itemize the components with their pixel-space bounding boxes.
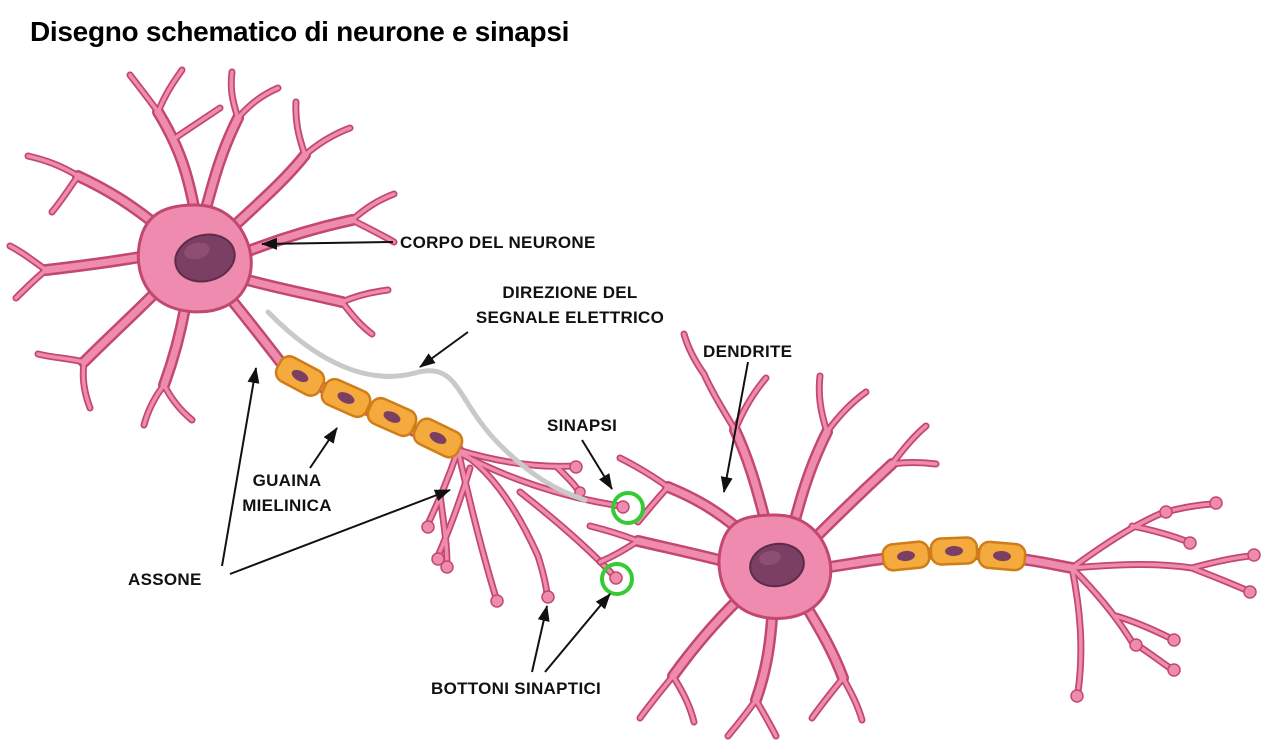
label-direzione-line2: SEGNALE ELETTRICO <box>475 308 665 327</box>
diagram-title: Disegno schematico di neurone e sinapsi <box>30 16 570 47</box>
arrow-dendrite <box>720 361 749 493</box>
myelin-segment <box>366 396 418 438</box>
label-sinapsi: SINAPSI <box>547 416 618 435</box>
synaptic-beads-1 <box>421 460 630 608</box>
myelin-sheath-1 <box>274 355 464 459</box>
neuron-2 <box>590 334 1261 736</box>
label-guaina-mielinica: GUAINA MIELINICA <box>217 468 357 518</box>
myelin-segment <box>977 540 1027 572</box>
arrow-guaina <box>309 427 338 469</box>
label-bottoni-sinaptici: BOTTONI SINAPTICI <box>431 679 602 698</box>
label-guaina-line2: MIELINICA <box>242 496 332 515</box>
neuron-1 <box>10 70 630 608</box>
myelin-sheath-2 <box>881 536 1027 572</box>
myelin-segment <box>412 417 464 459</box>
neuron-1-dendrites-axon <box>10 70 620 598</box>
label-guaina-line1: GUAINA <box>252 471 322 490</box>
arrow-bottoni-1 <box>531 605 550 673</box>
myelin-segment <box>320 377 372 419</box>
arrow-assone-1 <box>221 367 260 567</box>
myelin-segment <box>274 355 326 397</box>
nucleus-2-highlight <box>759 550 781 566</box>
arrow-bottoni-2 <box>544 593 611 673</box>
myelin-segment <box>881 540 931 572</box>
label-corpo-del-neurone: CORPO DEL NEURONE <box>400 233 596 252</box>
arrow-corpo <box>261 237 394 250</box>
synapse-circle-2 <box>600 562 634 596</box>
arrow-direzione <box>419 331 469 368</box>
synapse-circle-1 <box>611 491 645 525</box>
label-direzione-segnale: DIREZIONE DEL SEGNALE ELETTRICO <box>450 280 690 330</box>
annotation-arrows <box>221 237 749 673</box>
myelin-segment <box>929 536 979 566</box>
signal-direction-line <box>265 309 588 503</box>
label-direzione-line1: DIREZIONE DEL <box>502 283 638 302</box>
neuron-2-dendrites-axon <box>590 334 1250 736</box>
arrow-sinapsi <box>581 439 613 490</box>
label-dendrite: DENDRITE <box>703 342 793 361</box>
arrow-assone-2 <box>229 489 451 575</box>
nucleus-1-highlight <box>184 242 210 260</box>
label-assone: ASSONE <box>128 570 202 589</box>
synaptic-beads-2 <box>1070 496 1261 703</box>
